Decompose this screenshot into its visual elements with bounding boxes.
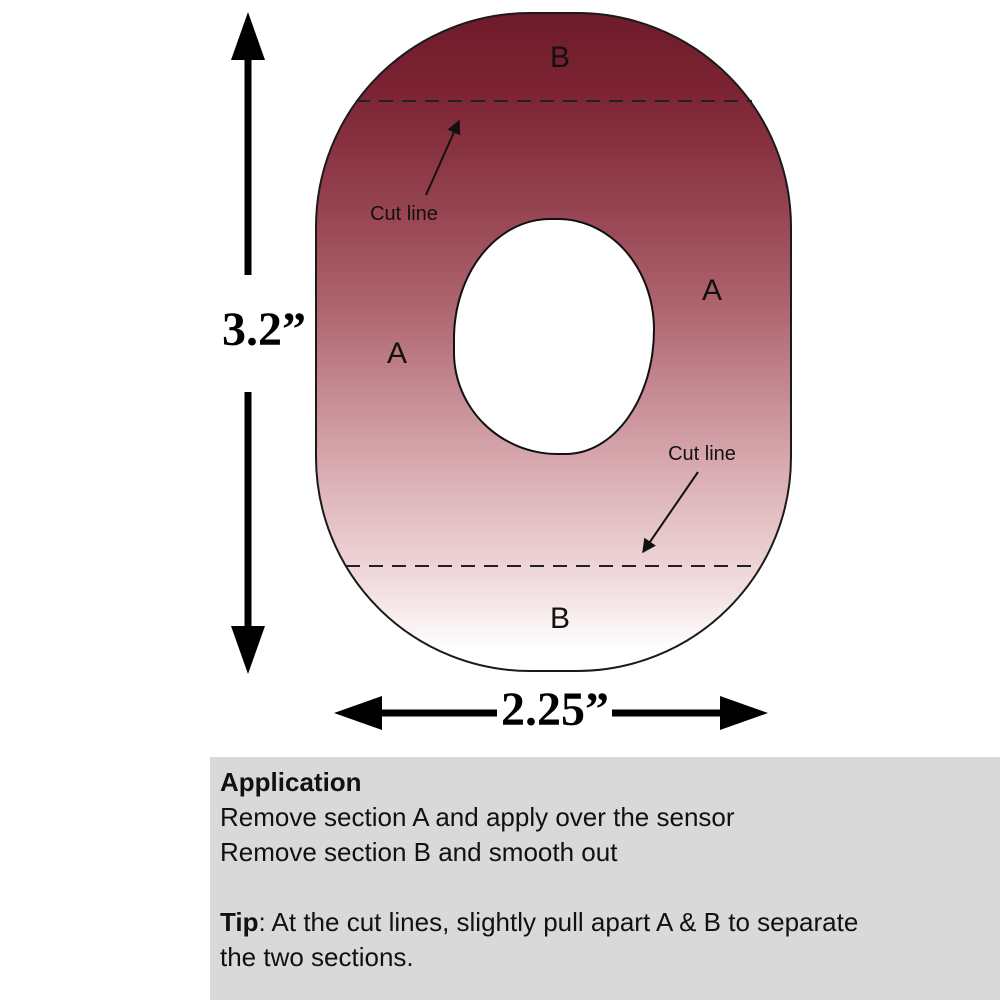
spacer bbox=[220, 870, 970, 905]
section-label-b-bottom: B bbox=[549, 602, 571, 635]
sensor-hole bbox=[453, 218, 655, 455]
instruction-line: Remove section B and smooth out bbox=[220, 837, 618, 867]
arrowhead-left-icon bbox=[334, 696, 382, 730]
info-box-title: Application bbox=[220, 767, 362, 797]
application-info-box: Application Remove section A and apply o… bbox=[210, 757, 1000, 1000]
instruction-line: Remove section A and apply over the sens… bbox=[220, 802, 735, 832]
tip-body: : At the cut lines, slightly pull apart … bbox=[220, 907, 859, 972]
cut-line-label-top: Cut line bbox=[370, 203, 438, 225]
width-dimension-label: 2.25” bbox=[501, 683, 609, 736]
section-label-b-top: B bbox=[549, 41, 571, 74]
tip-paragraph: Tip: At the cut lines, slightly pull apa… bbox=[220, 905, 870, 975]
height-dimension-label: 3.2” bbox=[222, 303, 306, 356]
tip-label: Tip bbox=[220, 907, 259, 937]
arrowhead-up-icon bbox=[231, 12, 265, 60]
section-label-a-right: A bbox=[701, 274, 723, 307]
arrowhead-right-icon bbox=[720, 696, 768, 730]
arrowhead-down-icon bbox=[231, 626, 265, 674]
cut-line-label-bottom: Cut line bbox=[668, 443, 736, 465]
section-label-a-left: A bbox=[386, 337, 408, 370]
